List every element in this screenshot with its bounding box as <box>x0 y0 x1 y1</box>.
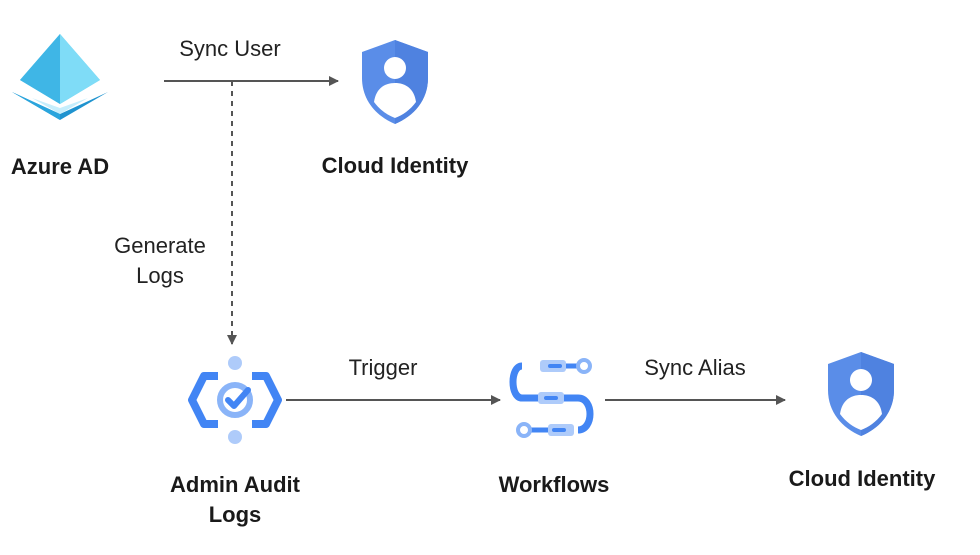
cloud-identity-shield-icon <box>362 40 428 124</box>
admin-audit-logs-icon <box>188 356 282 444</box>
sync-user-label: Sync User <box>179 36 281 61</box>
cloud-identity-bottom-label: Cloud Identity <box>788 466 936 491</box>
workflows-icon <box>509 358 594 438</box>
admin-audit-logs-label-line1: Admin Audit <box>170 472 300 497</box>
azure-ad-label: Azure AD <box>10 154 110 179</box>
sync-alias-label: Sync Alias <box>644 355 746 380</box>
trigger-label: Trigger <box>348 355 418 380</box>
generate-logs-label-line2: Logs <box>136 263 184 288</box>
cloud-identity-top-label: Cloud Identity <box>321 153 469 178</box>
generate-logs-label-line1: Generate <box>114 233 206 258</box>
cloud-identity-shield-icon <box>828 352 894 436</box>
azure-ad-icon <box>12 34 108 120</box>
admin-audit-logs-label-line2: Logs <box>208 502 262 527</box>
workflows-label: Workflows <box>498 472 610 497</box>
